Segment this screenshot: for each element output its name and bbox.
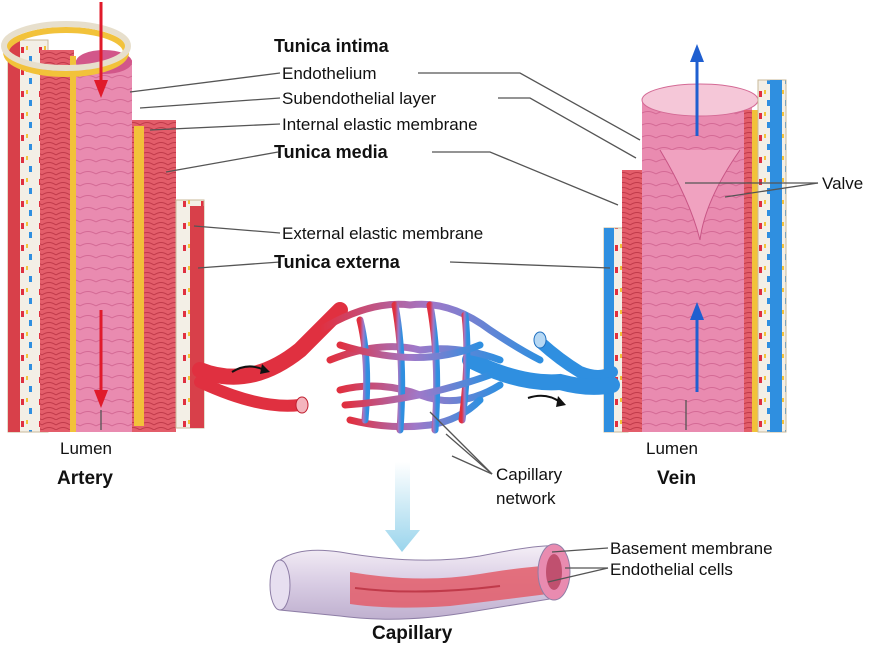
label-endothelial-cells: Endothelial cells (610, 560, 733, 579)
label-artery-lumen: Lumen (60, 439, 112, 458)
vein-illustration (603, 44, 787, 433)
artery-illustration (1, 2, 205, 433)
label-basement-membrane: Basement membrane (610, 539, 773, 558)
label-capillary: Capillary (372, 623, 453, 644)
label-tunica-intima: Tunica intima (274, 36, 389, 56)
label-internal-elastic-membrane: Internal elastic membrane (282, 115, 478, 134)
label-capillary-network-line1: Capillary (496, 465, 563, 484)
label-vein-lumen: Lumen (646, 439, 698, 458)
label-capillary-network-line2: network (496, 489, 556, 508)
label-valve: Valve (822, 174, 864, 193)
label-vein: Vein (657, 468, 697, 489)
label-tunica-externa: Tunica externa (274, 252, 400, 272)
label-subendothelial-layer: Subendothelial layer (282, 89, 437, 108)
leader-lines (100, 72, 819, 583)
capillary-tube-illustration (269, 543, 571, 620)
label-artery: Artery (57, 468, 113, 489)
label-tunica-media: Tunica media (274, 142, 388, 162)
label-external-elastic-membrane: External elastic membrane (282, 224, 484, 243)
capillary-network-illustration (192, 300, 620, 552)
label-endothelium: Endothelium (282, 64, 377, 83)
